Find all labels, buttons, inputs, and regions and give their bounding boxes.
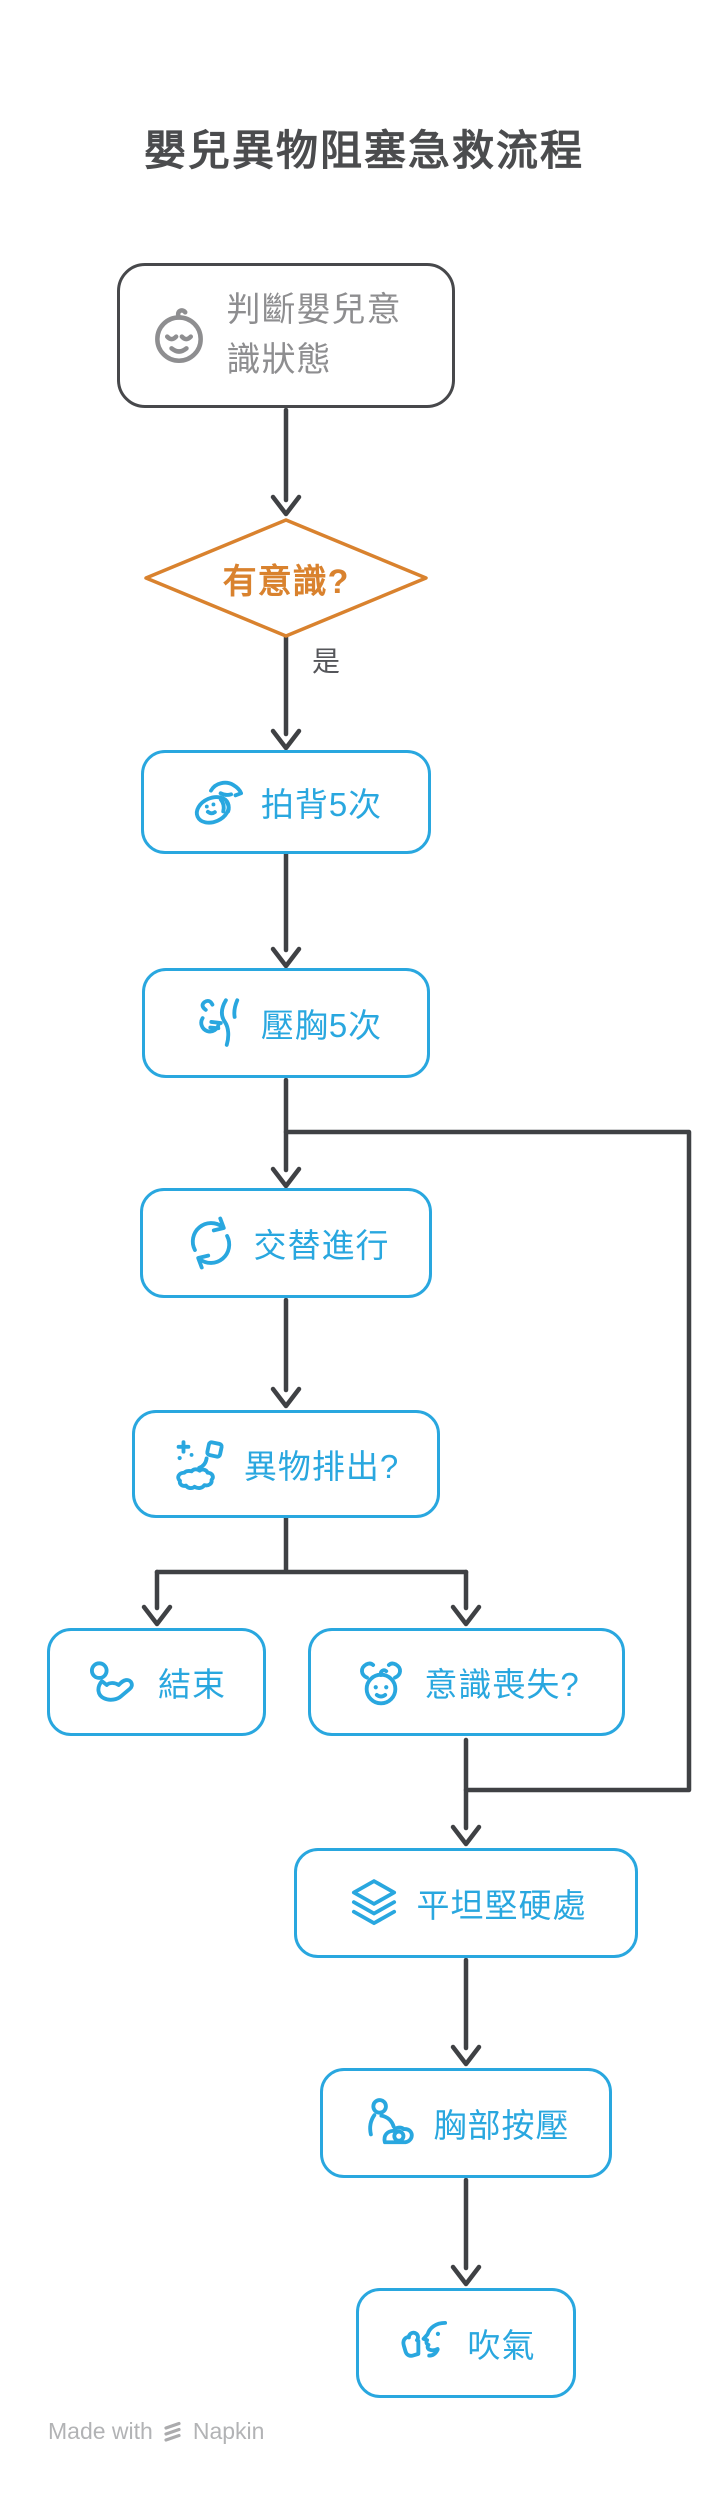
- diamond-shape: [144, 518, 428, 638]
- node-label: 意識喪失?: [424, 1666, 580, 1703]
- arrowhead: [270, 1386, 302, 1409]
- connector-group: [141, 407, 692, 2287]
- arrowhead: [270, 494, 302, 517]
- arrowhead: [270, 946, 302, 969]
- footer-brand-text: Napkin: [192, 2418, 265, 2444]
- node-label: 交替進行: [253, 1227, 390, 1264]
- node-flat-surface: 平坦堅硬處: [294, 1848, 638, 1958]
- arrowhead: [141, 1604, 173, 1627]
- edge-expelled-split: [154, 1515, 469, 1575]
- footer-made-with-text: Made with: [48, 2418, 153, 2444]
- node-label: 胸部按壓: [433, 2107, 570, 2144]
- node-conscious-decision: 有意識?: [136, 510, 436, 646]
- node-object-expelled: 異物排出?: [132, 1410, 440, 1518]
- napkin-logo-icon: [162, 2420, 184, 2444]
- node-label: 平坦堅硬處: [416, 1887, 587, 1924]
- node-end: 結束: [47, 1628, 266, 1736]
- arrowhead: [450, 2264, 482, 2287]
- edge-loop-right-branch: [283, 1129, 692, 1793]
- baby-face-icon: [146, 303, 212, 369]
- footer-credit: Made with Napkin: [48, 2418, 264, 2445]
- arrowhead: [450, 1824, 482, 1847]
- node-label: 結束: [158, 1666, 226, 1703]
- node-label: 異物排出?: [243, 1448, 400, 1485]
- chest-thrust-icon: [190, 995, 246, 1051]
- layers-icon: [346, 1875, 402, 1931]
- node-back-blows: 拍背5次: [141, 750, 431, 854]
- node-label: 判斷嬰兒意識狀態: [226, 291, 402, 379]
- cycle-icon: [183, 1215, 239, 1271]
- node-breaths: 吹氣: [356, 2288, 576, 2398]
- node-chest-thrusts: 壓胸5次: [142, 968, 430, 1078]
- cpr-icon: [363, 2095, 419, 2151]
- node-label: 壓胸5次: [260, 1007, 383, 1044]
- edge-label-yes: 是: [312, 646, 341, 677]
- page-title: 嬰兒異物阻塞急救流程: [143, 127, 584, 175]
- arrowhead: [450, 1604, 482, 1627]
- blow-icon: [397, 2315, 453, 2371]
- node-alternate: 交替進行: [140, 1188, 432, 1298]
- arrowhead: [450, 2044, 482, 2067]
- node-label: 拍背5次: [260, 786, 383, 823]
- node-assess-consciousness: 判斷嬰兒意識狀態: [117, 263, 455, 408]
- object-expelled-icon: [173, 1436, 229, 1492]
- node-label: 吹氣: [467, 2327, 536, 2364]
- arrowhead: [270, 1166, 302, 1189]
- back-blow-icon: [190, 774, 246, 830]
- node-chest-compressions: 胸部按壓: [320, 2068, 612, 2178]
- node-label: 有意識?: [222, 562, 350, 601]
- unconscious-baby-icon: [353, 1654, 409, 1710]
- relaxed-baby-icon: [87, 1654, 143, 1710]
- arrowhead: [270, 728, 302, 751]
- node-unconscious: 意識喪失?: [308, 1628, 625, 1736]
